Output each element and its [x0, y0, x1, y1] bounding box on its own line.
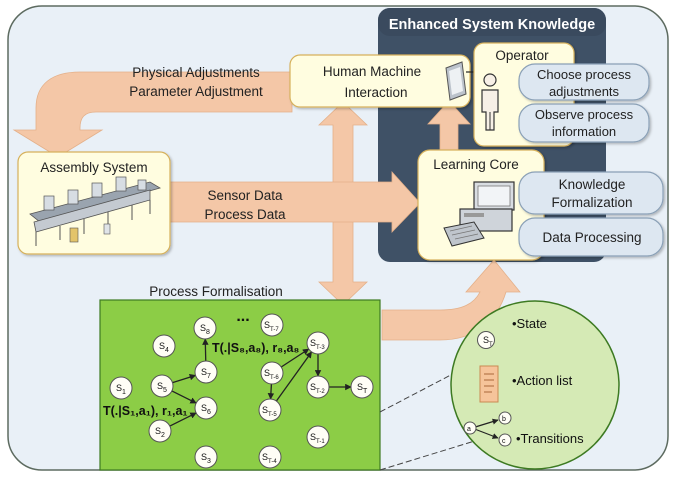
observe-process-line2: information [552, 124, 616, 139]
choose-process-line1: Choose process [537, 67, 631, 82]
state-node-label: S3 [201, 452, 211, 465]
state-node-label: S2 [155, 426, 165, 439]
legend-transition-to: c [502, 438, 506, 445]
transition-edge [280, 348, 310, 368]
state-node-sT6: ST-6 [260, 361, 284, 385]
transition-edge [172, 374, 197, 384]
state-node-sT1: ST-1 [306, 425, 330, 449]
learning-to-hmi-arrow [427, 100, 471, 151]
state-node-sT7: ST-7 [260, 313, 284, 337]
transition-edge [171, 390, 197, 404]
hmi-label-line2: Interaction [344, 85, 407, 100]
state-node-sT5: ST-5 [258, 398, 282, 422]
person-icon [481, 73, 499, 131]
document-icon [479, 365, 499, 403]
knowledge-formalization-pill[interactable]: Knowledge Formalization [518, 171, 664, 215]
legend-transition-graph: a b c [463, 411, 512, 447]
legend-state-sub: T [489, 342, 493, 348]
operator-label: Operator [495, 48, 549, 63]
process-ellipsis: ... [236, 308, 249, 325]
zoom-line-bottom [379, 439, 479, 471]
observe-process-information-pill[interactable]: Observe process information [518, 103, 650, 143]
transition-bottom-label: T(.|S₁,a₁), r₁,a₁ [103, 404, 188, 418]
transition-edge [275, 351, 313, 402]
choose-process-adjustments-pill[interactable]: Choose process adjustments [518, 63, 650, 101]
hmi-label-line1: Human Machine [323, 64, 421, 79]
legend-action-label: •Action list [512, 373, 573, 388]
state-node-label: S1 [116, 383, 126, 396]
physical-adjustments-label: Physical Adjustments [132, 65, 260, 80]
state-node-sT2: ST-2 [306, 375, 330, 399]
hmi-box[interactable] [289, 54, 471, 108]
state-node-sT4: ST-4 [258, 445, 282, 469]
knowledge-line1: Knowledge [559, 177, 626, 192]
process-formalisation-panel [99, 299, 381, 471]
state-node-label: S7 [201, 367, 211, 380]
legend-transition-mid: b [502, 416, 506, 423]
state-node-s1: S1 [109, 376, 133, 400]
data-processing-pill[interactable]: Data Processing [518, 217, 664, 257]
state-node-s8: S8 [193, 316, 217, 340]
choose-process-line2: adjustments [549, 84, 620, 99]
tablet-icon [445, 61, 467, 101]
transition-edge [202, 338, 209, 362]
state-node-s5: S5 [150, 374, 174, 398]
state-node-sT: ST [350, 375, 374, 399]
state-node-s6: S6 [194, 396, 218, 420]
state-node-s7: S7 [194, 360, 218, 384]
state-node-label: S4 [159, 341, 169, 354]
legend-transition-from: a [467, 426, 471, 433]
transition-edge [267, 383, 275, 400]
sensor-data-label: Sensor Data [207, 188, 283, 203]
svg-text:S: S [483, 335, 489, 345]
enhanced-knowledge-title-bar [378, 8, 606, 36]
knowledge-line2: Formalization [551, 195, 632, 210]
state-node-s4: S4 [152, 334, 176, 358]
observe-process-line1: Observe process [535, 107, 634, 122]
state-node-s3: S3 [194, 445, 218, 469]
state-node-label: S8 [200, 323, 210, 336]
sensor-data-arrow [169, 170, 421, 233]
state-node-sT3: ST-3 [306, 331, 330, 355]
state-node-label: S6 [201, 403, 211, 416]
process-formalisation-title: Process Formalisation [149, 284, 283, 299]
state-node-label: S5 [157, 381, 167, 394]
enhanced-knowledge-title: Enhanced System Knowledge [389, 17, 595, 33]
data-processing-label: Data Processing [542, 230, 641, 245]
state-node-label: ST [357, 382, 368, 395]
computer-icon [443, 181, 515, 247]
parameter-adjustment-label: Parameter Adjustment [129, 84, 263, 99]
legend-state-label: •State [512, 316, 547, 331]
legend-transitions-label: •Transitions [516, 431, 584, 446]
state-node-s2: S2 [148, 419, 172, 443]
legend-state-node: S T [477, 331, 495, 349]
process-data-label: Process Data [204, 207, 286, 222]
assembly-system-label: Assembly System [40, 160, 147, 175]
learning-core-label: Learning Core [433, 157, 519, 172]
transition-top-label: T(.|S₈,a₈), r₈,a₈ [212, 341, 299, 355]
assembly-line-icon [29, 176, 161, 246]
transition-edge [169, 412, 197, 427]
